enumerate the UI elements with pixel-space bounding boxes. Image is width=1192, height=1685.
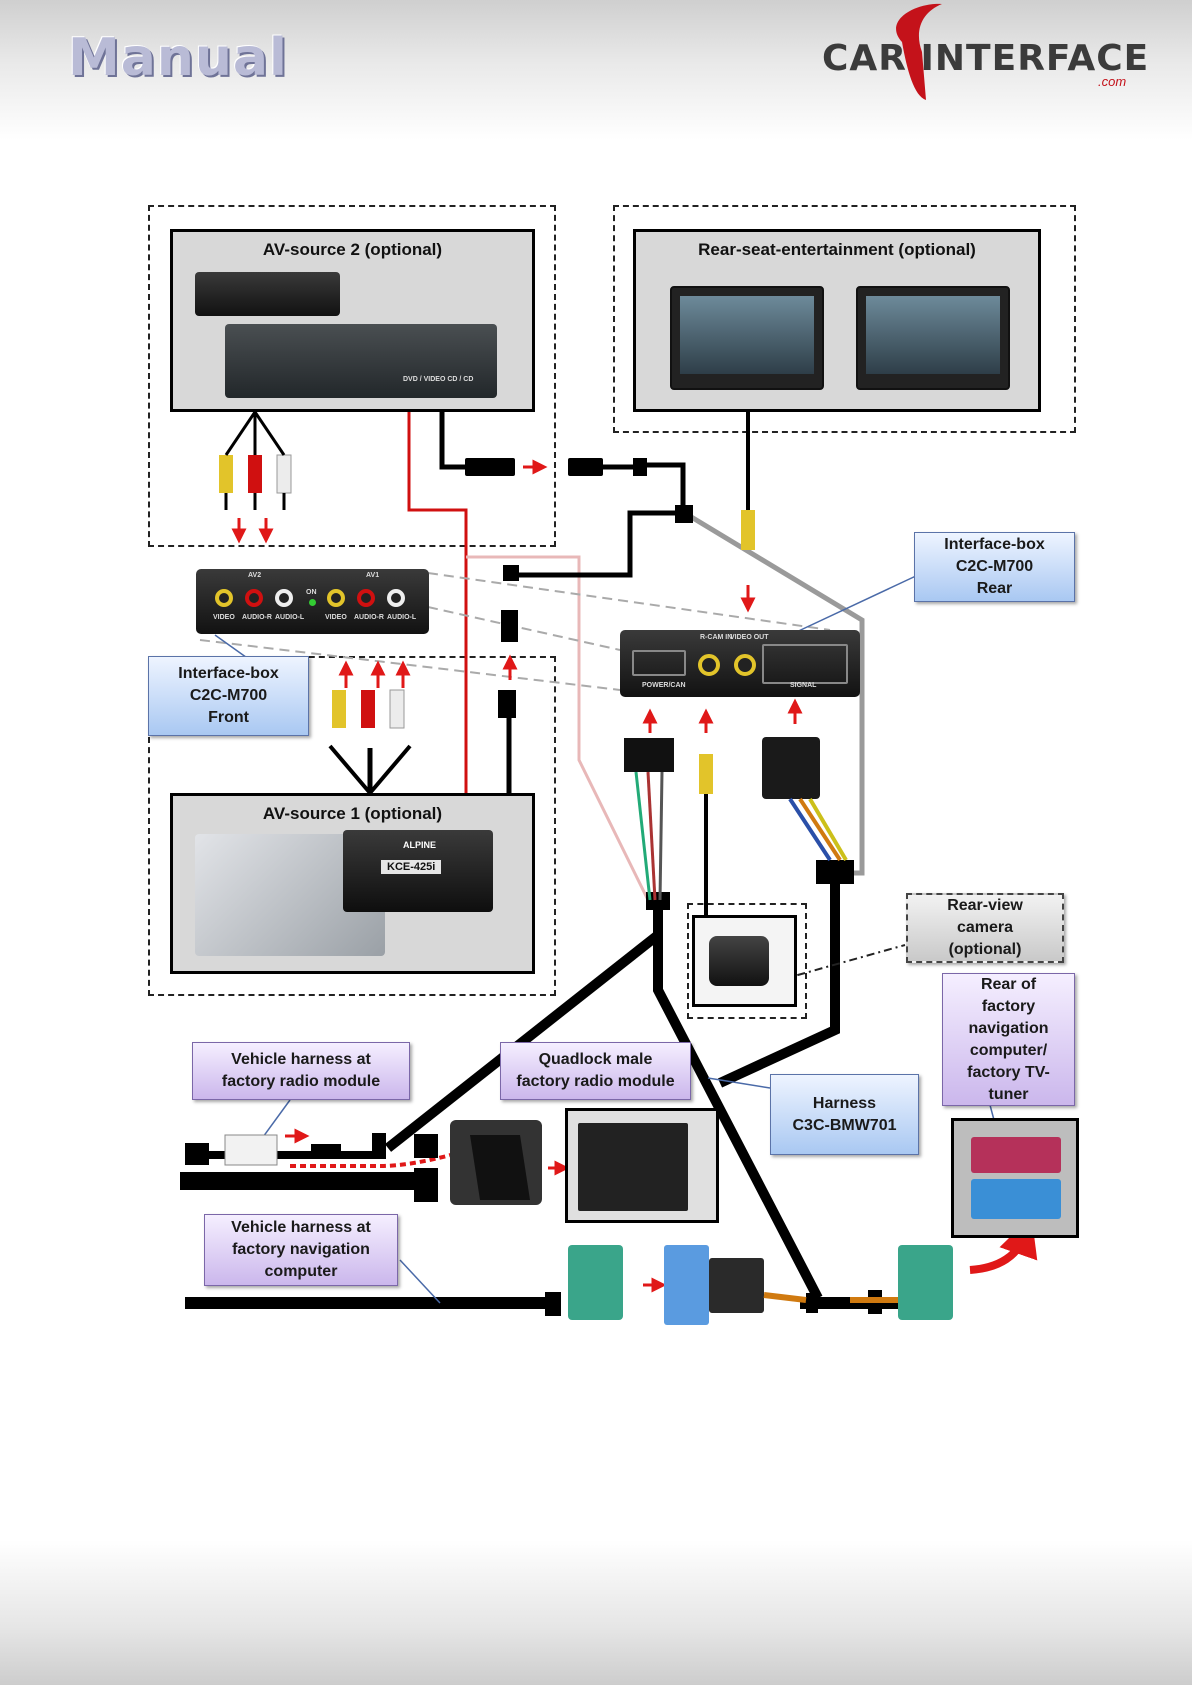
rear-view-camera-label: Rear-view camera (optional) xyxy=(906,893,1064,963)
alpine-brand: ALPINE xyxy=(403,840,437,850)
car-interface-logo: CAR INTERFACE .com xyxy=(822,3,1148,118)
page-title: Manual xyxy=(68,28,288,88)
interface-box-rear: POWER/CAN R-CAM IN VIDEO OUT SIGNAL xyxy=(620,630,860,697)
logo-domain: .com xyxy=(1098,74,1127,89)
port-label: VIDEO xyxy=(325,614,347,621)
av-source-2-panel: AV-source 2 (optional) DVD / VIDEO CD / … xyxy=(170,229,535,412)
power-can-port xyxy=(632,650,686,676)
rear-nav-computer-text: Rear of factory navigation computer/ fac… xyxy=(967,975,1050,1103)
vehicle-radio-harness-text: Vehicle harness at factory radio module xyxy=(221,1051,381,1090)
rear-view-camera-text: Rear-view camera (optional) xyxy=(947,897,1023,958)
rcam-in-label: R-CAM IN xyxy=(700,634,733,641)
av-source-1-panel: AV-source 1 (optional) ALPINE KCE-425i xyxy=(170,793,535,974)
av-source-2-area xyxy=(148,205,556,547)
cd-changer-icon: DVD / VIDEO CD / CD xyxy=(225,324,497,398)
av2-audio-r-jack xyxy=(245,589,263,607)
port-label: AUDIO-R xyxy=(354,614,384,621)
av1-video-jack xyxy=(327,589,345,607)
nav-computer-rear-photo xyxy=(951,1118,1079,1238)
port-label: AUDIO-R xyxy=(242,614,272,621)
port-label: AUDIO-L xyxy=(275,614,305,621)
interface-box-front: AV2 AV1 ON VIDEO AUDIO-R AUDIO-L VIDEO A… xyxy=(196,569,429,634)
quadlock-text: Quadlock male factory radio module xyxy=(516,1051,675,1090)
av-source-1-title: AV-source 1 (optional) xyxy=(262,804,443,823)
rear-screen-left-icon xyxy=(670,286,824,390)
harness-text: Harness C3C-BMW701 xyxy=(792,1094,897,1134)
dvd-caption: DVD / VIDEO CD / CD xyxy=(403,376,474,383)
power-on-label: ON xyxy=(306,589,317,596)
vehicle-nav-harness-label: Vehicle harness at factory navigation co… xyxy=(204,1214,398,1286)
av1-audio-r-jack xyxy=(357,589,375,607)
interface-box-rear-label: Interface-box C2C-M700 Rear xyxy=(914,532,1075,602)
av-source-1-area xyxy=(148,656,556,996)
interface-box-front-label: Interface-box C2C-M700 Front xyxy=(148,656,309,736)
power-can-label: POWER/CAN xyxy=(642,682,686,689)
rca-plugs xyxy=(219,411,755,794)
video-out-jack xyxy=(734,654,756,676)
harness-label: Harness C3C-BMW701 xyxy=(770,1074,919,1155)
signal-port xyxy=(762,644,848,684)
quadlock-label: Quadlock male factory radio module xyxy=(500,1042,691,1100)
video-out-label: VIDEO OUT xyxy=(730,634,769,641)
av-source-2-title: AV-source 2 (optional) xyxy=(262,240,443,259)
av2-audio-l-jack xyxy=(275,589,293,607)
port-label: VIDEO xyxy=(213,614,235,621)
rear-screen-right-icon xyxy=(856,286,1010,390)
connector-blocks xyxy=(185,458,882,1316)
av1-audio-l-jack xyxy=(387,589,405,607)
rear-seat-panel: Rear-seat-entertainment (optional) xyxy=(633,229,1041,412)
quadlock-connectors xyxy=(224,1120,953,1325)
power-led-icon xyxy=(309,599,316,606)
harness-plugs xyxy=(624,737,848,901)
interface-box-rear-text: Interface-box C2C-M700 Rear xyxy=(944,536,1045,597)
group-av1-label: AV1 xyxy=(366,572,380,579)
kce-model: KCE-425i xyxy=(381,860,442,874)
signal-label: SIGNAL xyxy=(790,682,817,689)
quadlock-photo xyxy=(565,1108,719,1223)
rear-nav-computer-label: Rear of factory navigation computer/ fac… xyxy=(942,973,1075,1106)
logo-swoosh-icon xyxy=(896,3,942,100)
curved-red-arrow xyxy=(969,1216,1038,1274)
rear-view-camera xyxy=(692,915,797,1007)
logo-text: CAR INTERFACE xyxy=(822,38,1150,79)
port-label: AUDIO-L xyxy=(387,614,417,621)
direction-arrows xyxy=(231,459,803,1293)
rcam-in-jack xyxy=(698,654,720,676)
camera-pointer-line xyxy=(779,944,906,981)
nav-socket-icon xyxy=(971,1179,1061,1219)
tv-tuner-socket-icon xyxy=(971,1137,1061,1173)
red-wire xyxy=(407,412,468,793)
footer-background xyxy=(0,1540,1192,1685)
rear-seat-area xyxy=(613,205,1076,433)
pink-wire xyxy=(466,555,650,901)
ipod-interface-icon: ALPINE KCE-425i xyxy=(343,830,493,912)
header-background xyxy=(0,0,1192,140)
rear-seat-title: Rear-seat-entertainment (optional) xyxy=(698,240,976,259)
dvd-player-icon xyxy=(195,272,340,316)
vehicle-radio-harness-label: Vehicle harness at factory radio module xyxy=(192,1042,410,1100)
interface-box-front-text: Interface-box C2C-M700 Front xyxy=(178,665,279,726)
camera-icon xyxy=(709,936,769,986)
rear-camera-area xyxy=(687,903,807,1019)
quadlock-socket-icon xyxy=(578,1123,688,1211)
av2-video-jack xyxy=(215,589,233,607)
vehicle-nav-harness-text: Vehicle harness at factory navigation co… xyxy=(231,1219,371,1280)
group-av2-label: AV2 xyxy=(248,572,262,579)
